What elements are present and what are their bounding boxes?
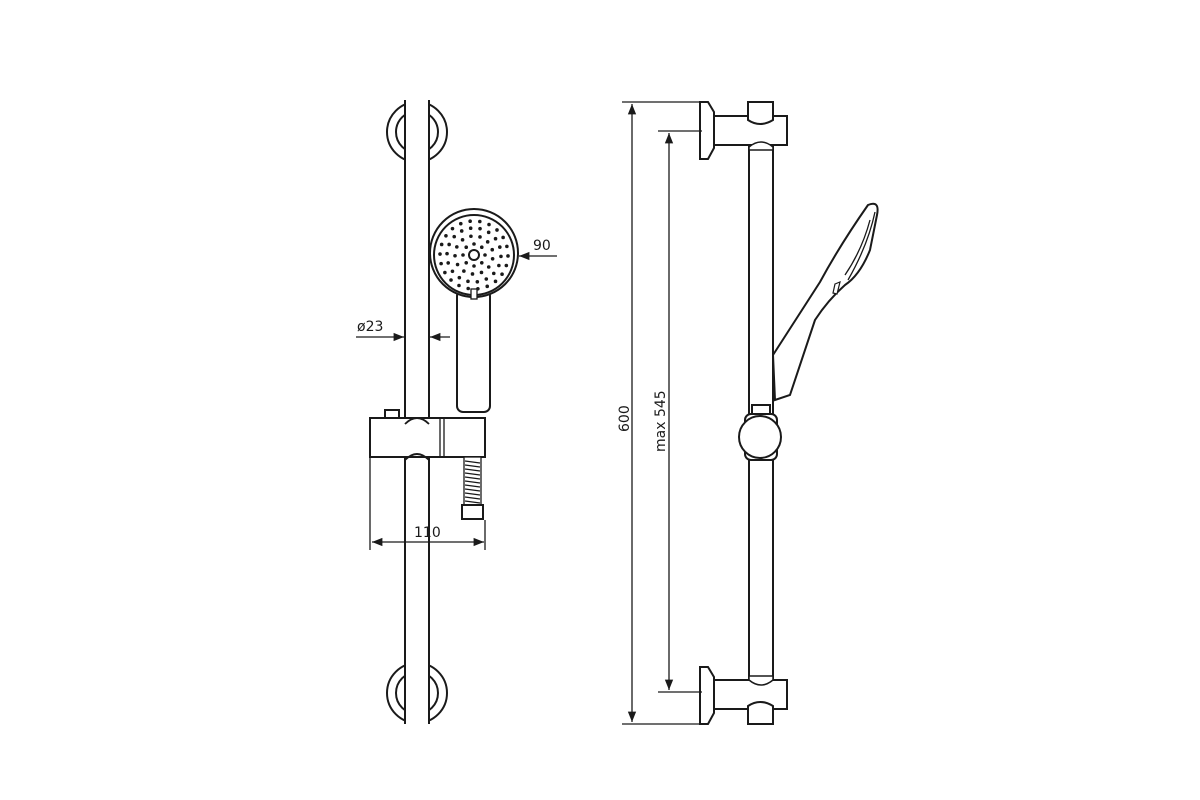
spray-hole [445, 251, 449, 256]
spray-hole [464, 260, 469, 265]
spray-hole [487, 222, 491, 227]
hose-coil [464, 492, 481, 496]
spray-hole [455, 262, 460, 267]
spray-hole [486, 230, 491, 235]
dim-max-adjust-label: max 545 [653, 390, 669, 452]
spray-hole [453, 253, 457, 258]
spray-hole [485, 240, 490, 244]
spray-hole [498, 245, 502, 249]
spray-hole [461, 253, 465, 257]
hand-shower-front [429, 208, 519, 413]
spray-hole [486, 265, 491, 269]
spray-hole [468, 219, 472, 224]
side-view: 600 max 545 [617, 101, 879, 725]
hose-front [461, 456, 484, 520]
spray-hole [493, 279, 498, 284]
spray-hole [490, 256, 495, 261]
top-bracket-front [386, 100, 448, 164]
rail-front [404, 109, 430, 711]
spray-hole [469, 234, 473, 239]
spray-hole [443, 270, 447, 275]
bottom-bracket-side [699, 666, 788, 725]
spray-hole [458, 221, 463, 226]
dimension-total-length: 600 [617, 101, 700, 725]
spray-hole [479, 270, 484, 275]
dimension-slider-depth: 110 [369, 457, 486, 550]
spray-hole [438, 252, 442, 256]
spray-hole [478, 235, 482, 239]
spray-hole [450, 226, 455, 231]
spray-hole [444, 234, 448, 238]
spray-hole [479, 260, 484, 265]
spray-hole [505, 244, 509, 249]
spray-hole [457, 283, 461, 288]
spray-hole [472, 242, 476, 246]
hose-coil [464, 464, 481, 468]
dim-rail-diameter-label: ø23 [357, 319, 383, 335]
spray-hole [472, 264, 476, 268]
spray-hole [497, 263, 501, 268]
spray-hole [478, 219, 482, 224]
spray-hole [491, 271, 496, 276]
spray-hole [499, 254, 503, 259]
spray-hole [449, 278, 453, 282]
dimension-max-adjust: max 545 [653, 130, 702, 693]
spray-hole [460, 238, 465, 242]
dim-slider-depth-label: 110 [414, 525, 441, 541]
hose-coil [464, 488, 481, 492]
spray-hole [439, 261, 443, 266]
spray-hole [462, 269, 466, 273]
hose-coil [464, 500, 481, 504]
spray-hole [479, 245, 484, 250]
spray-hole [484, 277, 489, 281]
spray-hole [464, 245, 469, 250]
spray-hole [447, 242, 451, 247]
spray-hole [457, 275, 462, 280]
spray-hole [493, 236, 498, 241]
spray-hole [452, 234, 457, 239]
hose-coil [464, 472, 481, 476]
hose-coil [464, 480, 481, 484]
spray-hole [470, 272, 475, 276]
spray-hole [475, 279, 480, 284]
hose-coil [464, 496, 481, 500]
spray-hole [468, 226, 473, 231]
hose-coil [464, 484, 481, 488]
spray-hole [459, 229, 464, 233]
spray-hole [439, 242, 444, 247]
dim-head-diameter-label: 90 [533, 238, 551, 254]
spray-hole [500, 272, 504, 276]
hose-coil [464, 460, 481, 464]
spray-hole [490, 247, 495, 252]
hand-shower-side [771, 202, 879, 402]
dimension-head-diameter: 90 [519, 238, 557, 261]
spray-hole [466, 279, 470, 284]
spray-hole [446, 261, 450, 265]
front-view: ø23 90 110 [356, 100, 557, 724]
spray-hole [478, 226, 482, 231]
spray-hole [455, 245, 459, 249]
bottom-bracket-front [386, 660, 448, 724]
spray-hole [501, 235, 505, 240]
slider-side [738, 404, 782, 461]
spray-hole [506, 254, 510, 258]
hose-coil [464, 468, 481, 472]
spray-hole [504, 263, 509, 268]
spray-hole [466, 286, 470, 291]
top-bracket-side [699, 101, 788, 160]
spray-hole [483, 253, 487, 257]
hose-coil [464, 476, 481, 480]
slider-front [369, 409, 486, 461]
spray-hole [495, 228, 499, 232]
dimension-rail-diameter: ø23 [356, 319, 450, 342]
dim-total-length-label: 600 [617, 405, 633, 432]
spray-hole [450, 269, 455, 274]
spray-hole [485, 284, 490, 289]
